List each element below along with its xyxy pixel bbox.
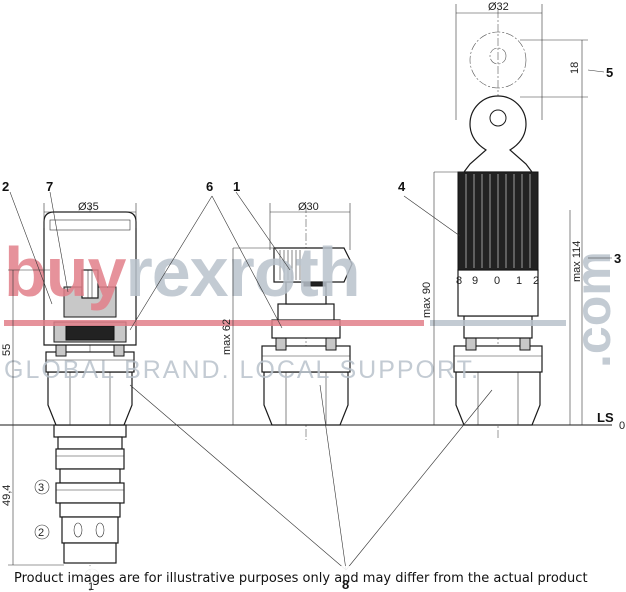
callout-4: 4 xyxy=(398,179,406,194)
watermark-red-bar xyxy=(4,320,424,326)
callout-6: 6 xyxy=(206,179,213,194)
adjustment-scale: 8 9 0 1 2 xyxy=(456,275,539,287)
port-label-1: 1 xyxy=(88,581,94,592)
callout-2: 2 xyxy=(2,179,9,194)
dim-height-18: 18 xyxy=(569,62,581,74)
callout-3: 3 xyxy=(614,251,621,266)
dim-height-55: 55 xyxy=(1,344,13,356)
port-label-3: 3 xyxy=(38,482,44,494)
callout-8: 8 xyxy=(342,577,349,592)
callout-7: 7 xyxy=(46,179,53,194)
dim-diameter-35: Ø35 xyxy=(78,201,99,213)
scale-label-2: 2 xyxy=(533,275,539,287)
watermark: buyrexroth GLOBAL BRAND. LOCAL SUPPORT. … xyxy=(4,233,621,384)
ls-zero-label: 0 xyxy=(619,420,625,432)
dim-height-49-4: 49,4 xyxy=(1,485,13,506)
watermark-grey-bar xyxy=(430,320,566,326)
valve-right xyxy=(453,31,543,426)
disclaimer-text: Product images are for illustrative purp… xyxy=(14,571,588,586)
dim-max-114: max 114 xyxy=(571,241,583,282)
svg-text:buyrexroth: buyrexroth xyxy=(4,233,360,311)
scale-label-1: 1 xyxy=(516,275,522,287)
dim-diameter-30: Ø30 xyxy=(298,201,319,213)
port-label-2: 2 xyxy=(38,527,44,539)
dim-max-90: max 90 xyxy=(421,282,433,318)
scale-label-0: 0 xyxy=(494,275,500,287)
knurl-right xyxy=(465,174,531,268)
scale-label-9: 9 xyxy=(472,275,478,287)
watermark-brand-part2: rexroth xyxy=(125,233,359,311)
callout-5: 5 xyxy=(606,65,613,80)
knurl-middle xyxy=(279,250,301,280)
dimension-lines xyxy=(8,4,588,566)
valve-left xyxy=(43,211,137,564)
dim-max-62: max 62 xyxy=(221,319,233,355)
watermark-domain: .com xyxy=(565,251,621,368)
watermark-tagline: GLOBAL BRAND. LOCAL SUPPORT. xyxy=(4,356,480,384)
leader-lines xyxy=(9,69,612,571)
dim-diameter-32: Ø32 xyxy=(488,1,509,13)
ls-label: LS xyxy=(597,410,614,425)
watermark-brand-part1: buy xyxy=(4,233,127,311)
scale-label-8: 8 xyxy=(456,275,462,287)
callout-1: 1 xyxy=(233,179,240,194)
